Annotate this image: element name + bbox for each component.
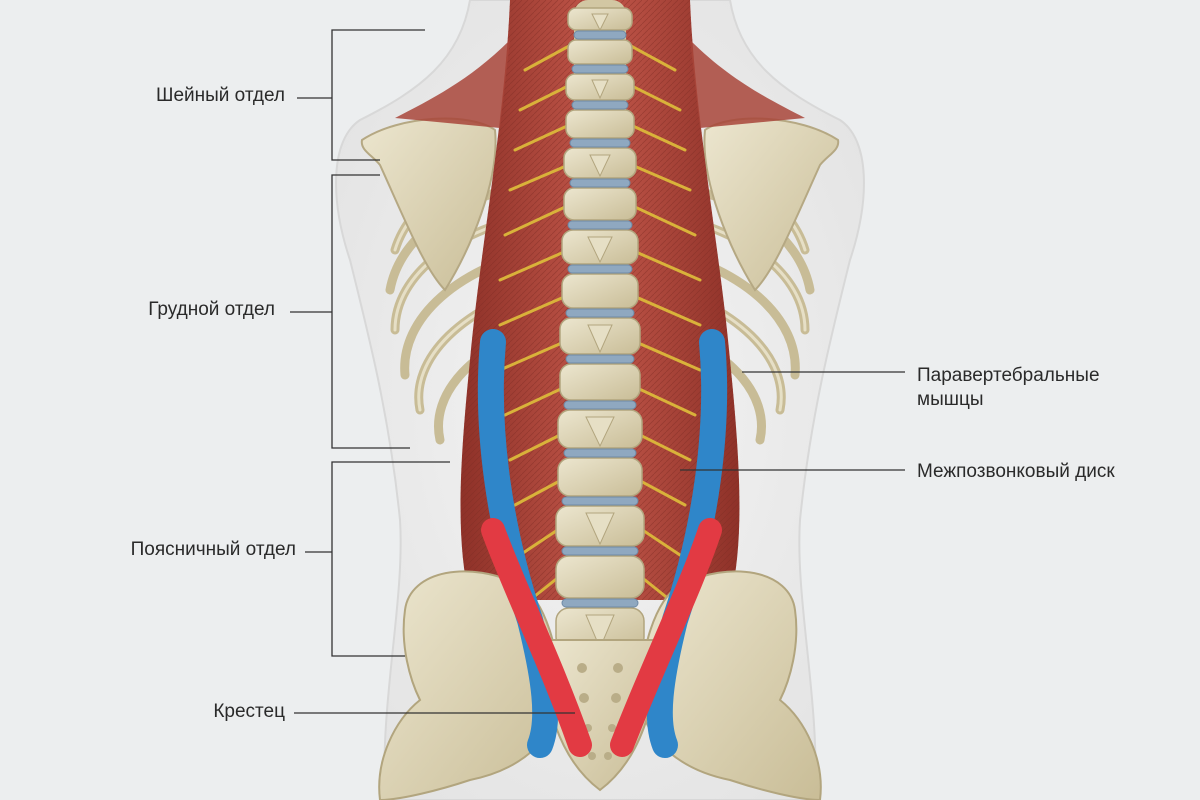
label-paravertebral-muscles: Паравертебральные мышцы [917,365,1100,410]
spinal-column [555,0,645,651]
label-sacrum: Крестец [213,701,285,722]
pelvis [378,570,822,800]
label-thoracic-spine: Грудной отдел [148,299,275,320]
intervertebral-discs [561,30,639,608]
label-intervertebral-disc: Межпозвонковый диск [917,461,1115,482]
label-lumbar-spine: Поясничный отдел [130,539,296,560]
label-cervical-spine: Шейный отдел [156,85,285,106]
kinesio-tape-red [481,518,722,757]
leader-lines [290,29,905,714]
